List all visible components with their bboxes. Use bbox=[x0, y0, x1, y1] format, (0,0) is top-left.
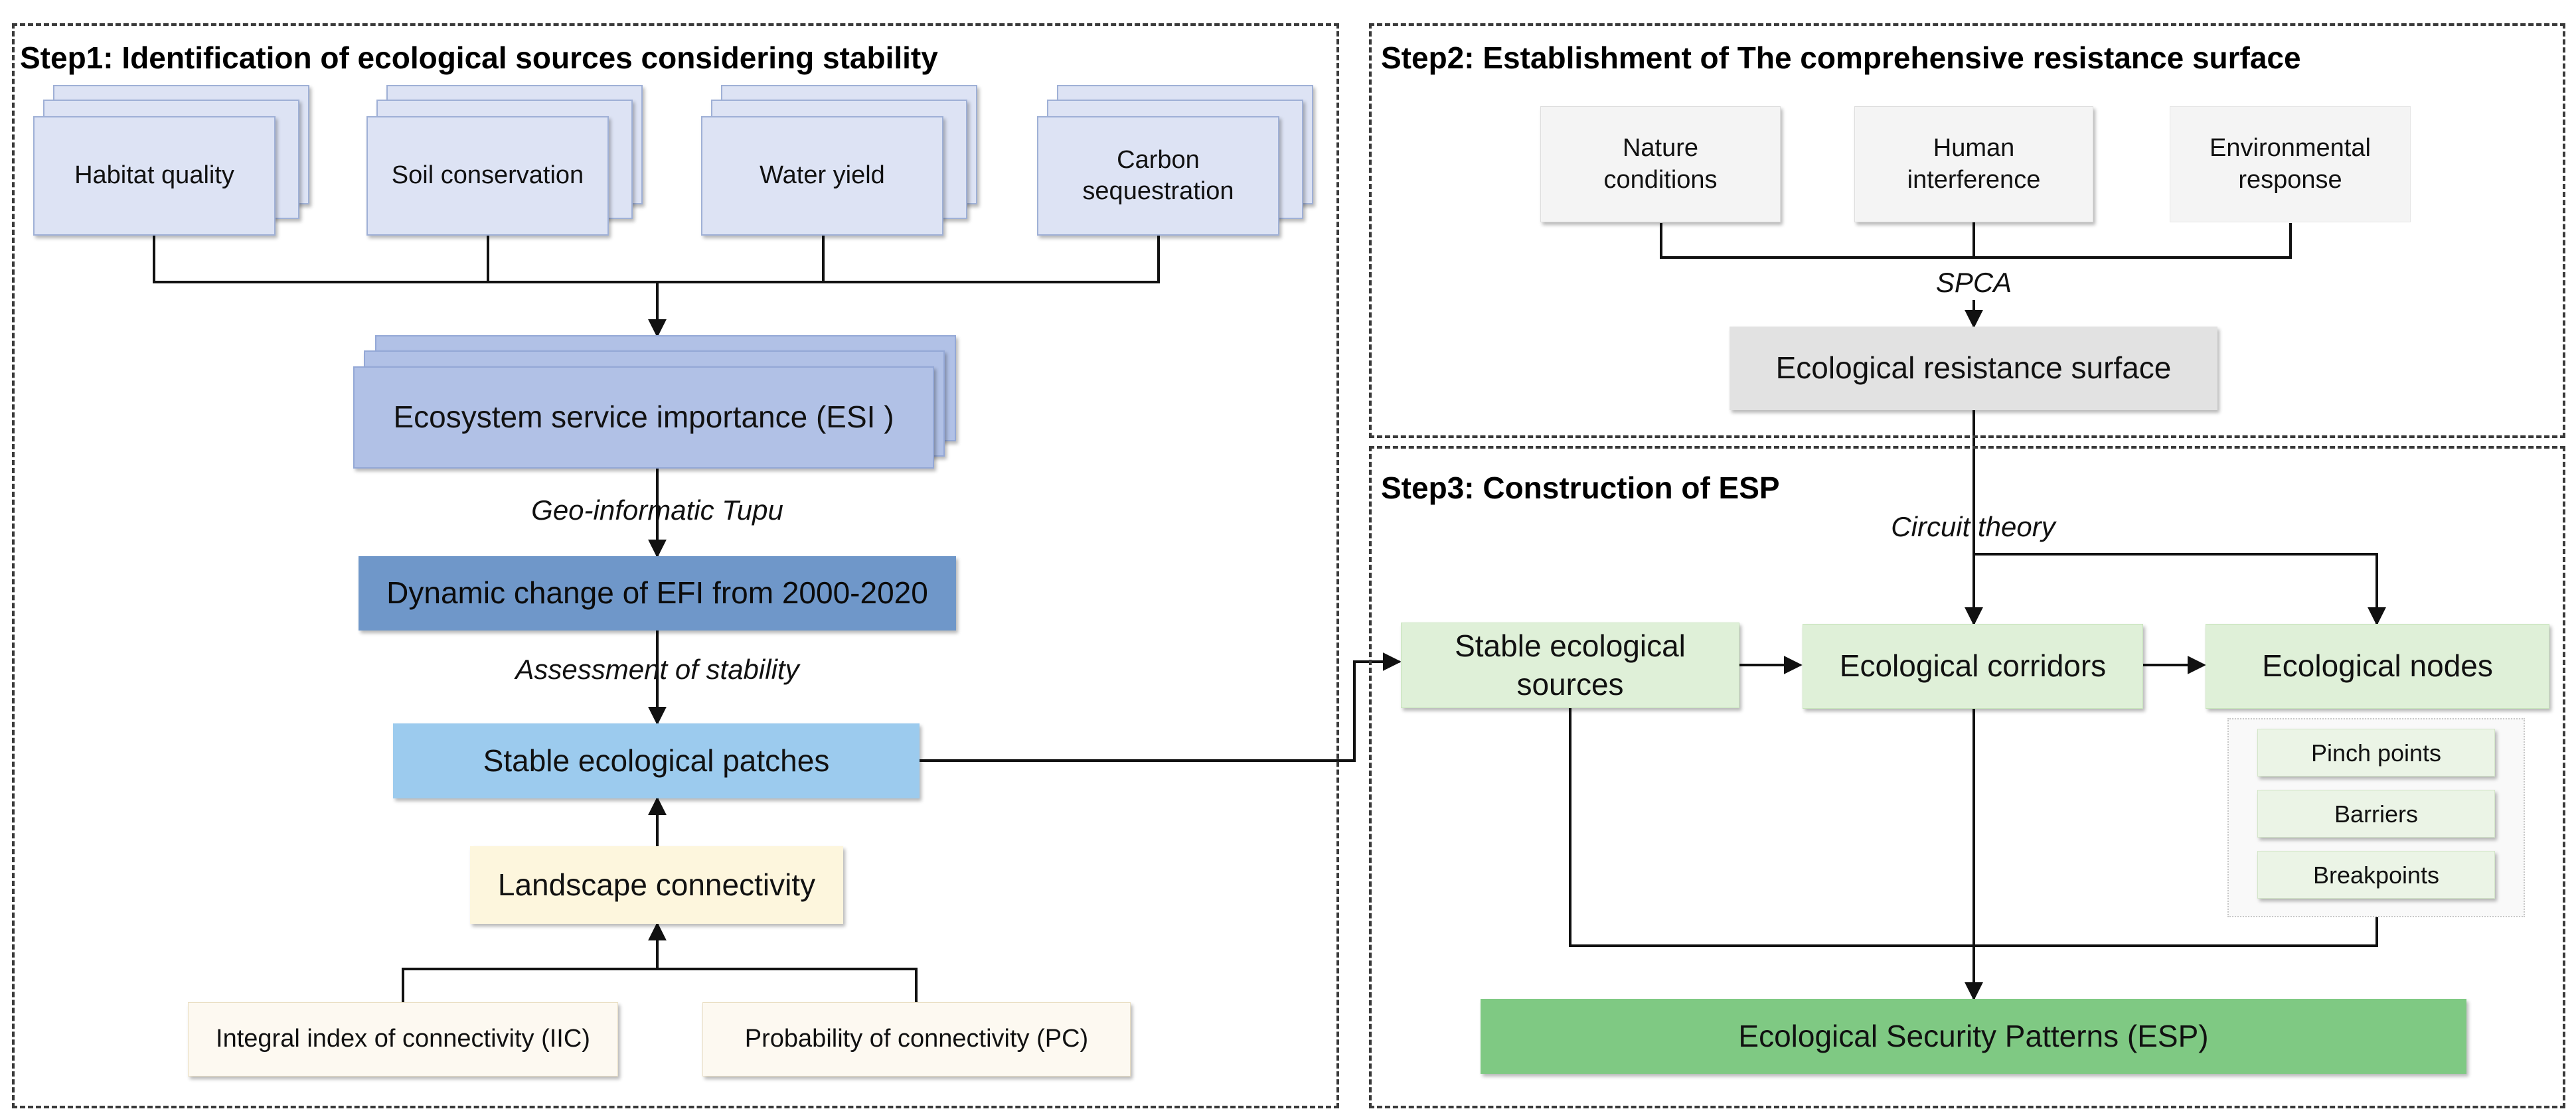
step1-title: Step1: Identification of ecological sour… bbox=[20, 40, 938, 75]
ecological-security-patterns-box: Ecological Security Patterns (ESP) bbox=[1481, 999, 2466, 1074]
landscape-connectivity-box: Landscape connectivity bbox=[470, 846, 843, 924]
environmental-response-box: Environmental response bbox=[2170, 106, 2411, 222]
habitat-quality-box: Habitat quality bbox=[33, 116, 276, 236]
dynamic-change-box: Dynamic change of EFI from 2000-2020 bbox=[359, 556, 956, 631]
indices-merge-line bbox=[402, 968, 918, 1002]
stable-ecological-sources-box: Stable ecological sources bbox=[1401, 623, 1739, 708]
factors-merge-line bbox=[1660, 223, 2292, 259]
geo-informatic-tupu-label: Geo-informatic Tupu bbox=[531, 494, 783, 526]
ecological-corridors-box: Ecological corridors bbox=[1803, 624, 2143, 709]
assessment-of-stability-label: Assessment of stability bbox=[515, 654, 799, 685]
pc-box: Probability of connectivity (PC) bbox=[702, 1002, 1131, 1077]
step3-title: Step3: Construction of ESP bbox=[1381, 471, 1780, 505]
barriers-box: Barriers bbox=[2257, 790, 2495, 838]
nature-conditions-box: Nature conditions bbox=[1540, 106, 1781, 222]
spca-label: SPCA bbox=[1935, 267, 2012, 298]
soil-conservation-box: Soil conservation bbox=[366, 116, 609, 236]
step2-panel bbox=[1369, 23, 2565, 438]
carbon-sequestration-box: Carbon sequestration bbox=[1037, 116, 1279, 236]
step1-panel bbox=[12, 23, 1339, 1108]
esi-box: Ecosystem service importance (ESI ) bbox=[353, 366, 934, 469]
iic-box: Integral index of connectivity (IIC) bbox=[188, 1002, 618, 1077]
circuit-theory-label: Circuit theory bbox=[1891, 511, 2055, 542]
human-interference-box: Human interference bbox=[1854, 106, 2093, 222]
ecological-nodes-box: Ecological nodes bbox=[2206, 624, 2549, 709]
step3-panel bbox=[1369, 446, 2565, 1108]
water-yield-box: Water yield bbox=[701, 116, 943, 236]
step2-title: Step2: Establishment of The comprehensiv… bbox=[1381, 40, 2301, 75]
circuit-to-nodes-arrow bbox=[1974, 553, 2386, 626]
patches-to-sources-arrow bbox=[920, 652, 1402, 762]
ecological-resistance-surface-box: Ecological resistance surface bbox=[1730, 327, 2217, 410]
stable-ecological-patches-box: Stable ecological patches bbox=[393, 723, 920, 798]
pinch-points-box: Pinch points bbox=[2257, 729, 2495, 777]
breakpoints-box: Breakpoints bbox=[2257, 851, 2495, 899]
